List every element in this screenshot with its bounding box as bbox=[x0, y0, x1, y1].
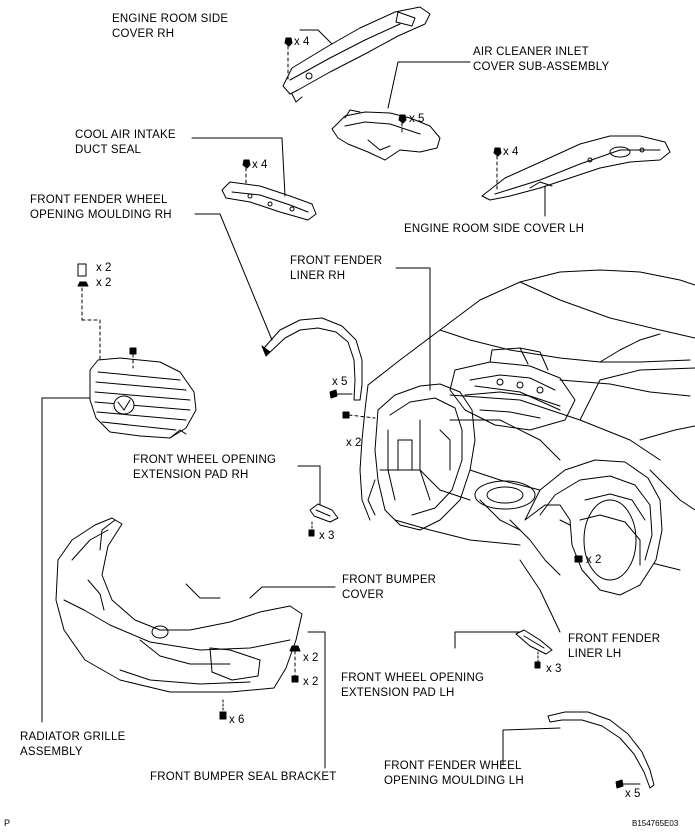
label-line: EXTENSION PAD RH bbox=[133, 469, 249, 481]
label-cool-air-intake-duct-seal: COOL AIR INTAKE DUCT SEAL bbox=[75, 128, 176, 158]
label-line: DUCT SEAL bbox=[75, 144, 142, 156]
front-wheel-opening-extension-pad-lh bbox=[515, 629, 553, 655]
front-fender-wheel-opening-moulding-rh bbox=[261, 317, 363, 401]
engine-room-side-cover-lh bbox=[481, 135, 671, 201]
label-front-fender-liner-rh: FRONT FENDER LINER RH bbox=[290, 254, 382, 284]
label-line: FRONT FENDER WHEEL bbox=[30, 194, 168, 206]
label-line: EXTENSION PAD LH bbox=[341, 687, 455, 699]
qty-side-cover-rh: x 4 bbox=[294, 36, 310, 48]
figure-code: B154765E03 bbox=[632, 819, 679, 828]
label-line: COVER bbox=[342, 589, 384, 601]
radiator-grille-assembly bbox=[89, 357, 197, 439]
label-front-bumper-cover: FRONT BUMPER COVER bbox=[342, 573, 436, 603]
qty-air-cleaner-cover: x 5 bbox=[409, 113, 425, 125]
side-cover-lh-clip bbox=[493, 147, 502, 191]
label-line: ENGINE ROOM SIDE COVER LH bbox=[404, 223, 585, 235]
label-line: FRONT FENDER bbox=[290, 255, 383, 267]
side-cover-rh-clip bbox=[284, 37, 293, 83]
qty-moulding-lh: x 5 bbox=[625, 788, 641, 800]
label-line: COVER RH bbox=[112, 28, 175, 40]
label-radiator-grille-assembly: RADIATOR GRILLE ASSEMBLY bbox=[20, 730, 125, 760]
front-bumper-cover bbox=[55, 517, 303, 693]
qty-side-cover-lh: x 4 bbox=[503, 146, 519, 158]
label-line: LINER RH bbox=[290, 270, 346, 282]
cool-air-intake-duct-seal bbox=[221, 181, 317, 221]
label-line: COVER SUB-ASSEMBLY bbox=[473, 61, 610, 73]
qty-duct-seal: x 4 bbox=[252, 159, 268, 171]
pad-lh-screw bbox=[534, 651, 541, 669]
engine-block bbox=[449, 347, 576, 431]
label-line: LINER LH bbox=[568, 648, 622, 660]
label-front-fender-wheel-opening-moulding-rh: FRONT FENDER WHEEL OPENING MOULDING RH bbox=[30, 193, 172, 223]
qty-liner-rh: x 2 bbox=[346, 437, 362, 449]
moulding-rh-clip bbox=[329, 389, 353, 399]
label-line: ASSEMBLY bbox=[20, 746, 83, 758]
moulding-lh-clip bbox=[615, 779, 641, 789]
bumper-cover-screw bbox=[219, 699, 227, 720]
qty-bumper-bracket-a: x 2 bbox=[303, 652, 319, 664]
label-engine-room-side-cover-rh: ENGINE ROOM SIDE COVER RH bbox=[112, 12, 228, 42]
air-cleaner-cover-clip bbox=[398, 114, 407, 135]
qty-bumper-bracket-b: x 2 bbox=[303, 676, 319, 688]
label-line: FRONT BUMPER bbox=[342, 574, 437, 586]
pad-rh-screw bbox=[308, 521, 315, 537]
label-front-wheel-opening-extension-pad-lh: FRONT WHEEL OPENING EXTENSION PAD LH bbox=[341, 671, 484, 701]
label-line: OPENING MOULDING RH bbox=[30, 209, 172, 221]
qty-pad-lh: x 3 bbox=[546, 663, 562, 675]
qty-pad-rh: x 3 bbox=[319, 530, 335, 542]
front-wheel-opening-extension-pad-rh bbox=[309, 503, 339, 523]
label-line: FRONT WHEEL OPENING bbox=[341, 672, 485, 684]
label-front-wheel-opening-extension-pad-rh: FRONT WHEEL OPENING EXTENSION PAD RH bbox=[133, 453, 276, 483]
label-front-fender-wheel-opening-moulding-lh: FRONT FENDER WHEEL OPENING MOULDING LH bbox=[384, 759, 524, 789]
label-line: FRONT BUMPER SEAL BRACKET bbox=[150, 771, 337, 783]
qty-moulding-rh: x 5 bbox=[332, 376, 348, 388]
front-bumper-seal-bracket-clips bbox=[289, 645, 301, 683]
label-line: FRONT WHEEL OPENING bbox=[133, 454, 277, 466]
duct-seal-clip bbox=[242, 159, 251, 187]
label-line: ENGINE ROOM SIDE bbox=[112, 13, 229, 25]
label-line: FRONT FENDER WHEEL bbox=[384, 760, 522, 772]
label-line: OPENING MOULDING LH bbox=[384, 775, 524, 787]
label-front-fender-liner-lh: FRONT FENDER LINER LH bbox=[568, 632, 660, 662]
liner-lh-clip bbox=[574, 555, 583, 563]
page-marker: P bbox=[4, 818, 11, 828]
engine-room-side-cover-rh bbox=[282, 6, 431, 103]
label-line: RADIATOR GRILLE bbox=[20, 731, 126, 743]
label-line: COOL AIR INTAKE bbox=[75, 129, 176, 141]
front-fender-liner-rh bbox=[367, 383, 476, 531]
label-engine-room-side-cover-lh: ENGINE ROOM SIDE COVER LH bbox=[404, 222, 584, 237]
liner-rh-clip bbox=[342, 411, 376, 419]
label-air-cleaner-inlet-cover: AIR CLEANER INLET COVER SUB-ASSEMBLY bbox=[473, 45, 609, 75]
grille-clips bbox=[77, 263, 137, 369]
air-cleaner-inlet-cover bbox=[331, 109, 441, 161]
front-fender-liner-lh bbox=[509, 459, 663, 596]
qty-bumper-cover: x 6 bbox=[229, 714, 245, 726]
qty-grille-b: x 2 bbox=[96, 277, 112, 289]
front-fender-wheel-opening-moulding-lh bbox=[547, 711, 655, 789]
qty-grille-a: x 2 bbox=[96, 262, 112, 274]
label-line: AIR CLEANER INLET bbox=[473, 46, 589, 58]
label-line: FRONT FENDER bbox=[568, 633, 661, 645]
qty-liner-lh: x 2 bbox=[586, 554, 602, 566]
label-front-bumper-seal-bracket: FRONT BUMPER SEAL BRACKET bbox=[150, 770, 336, 785]
